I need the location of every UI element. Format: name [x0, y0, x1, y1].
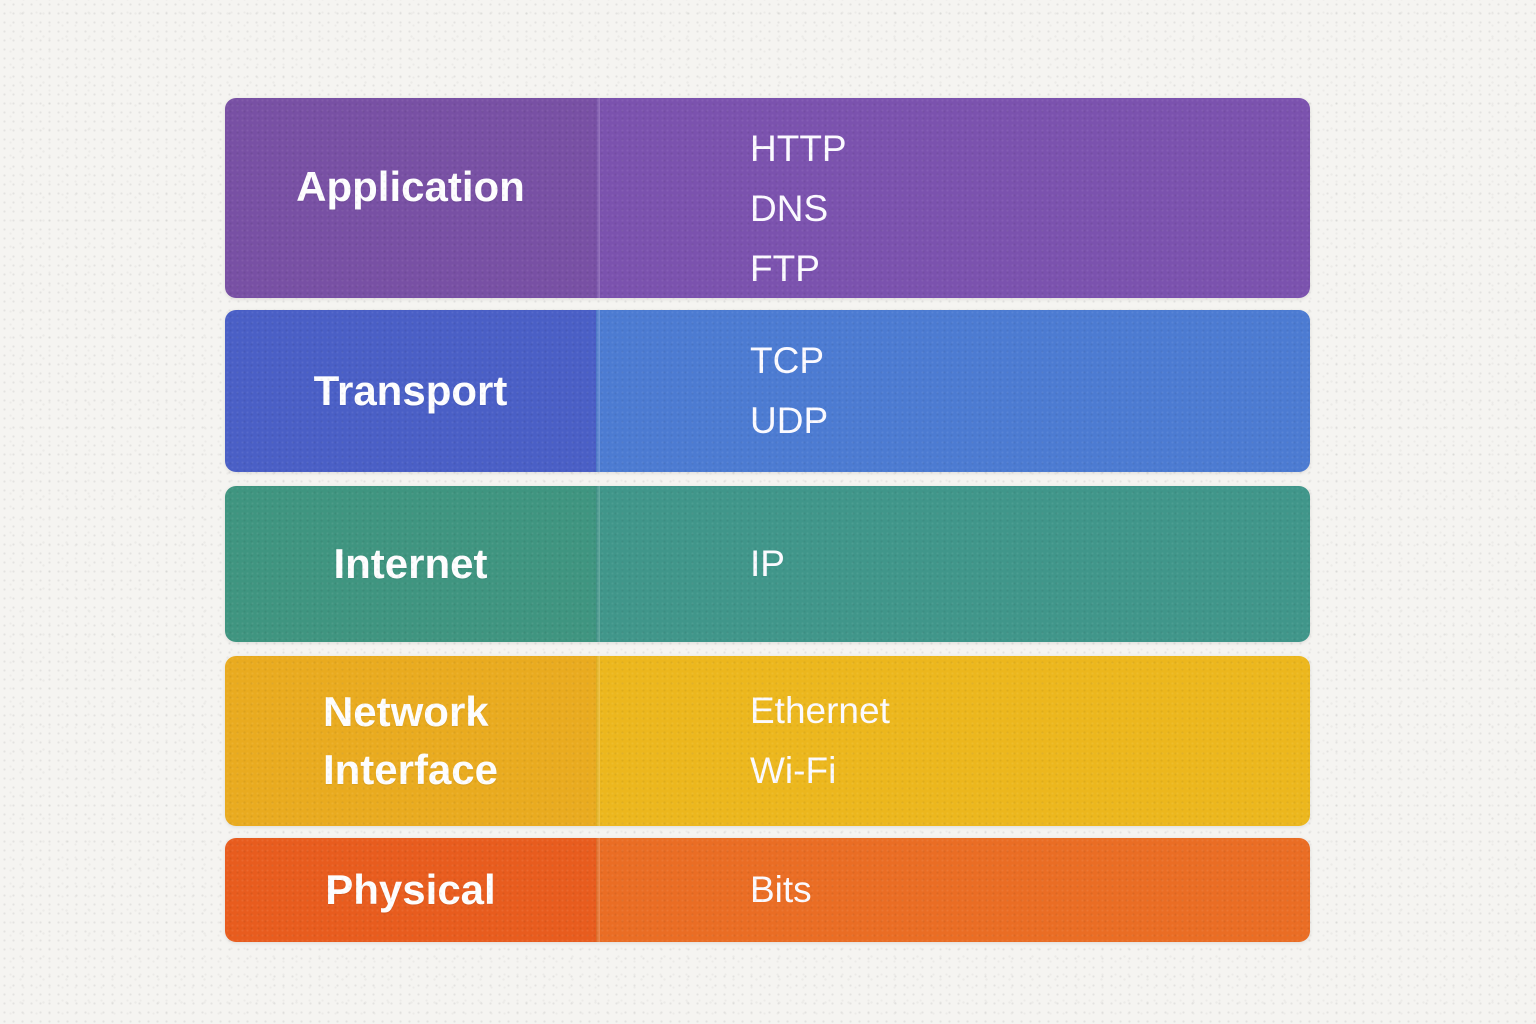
layer-name-physical: Physical — [325, 866, 496, 913]
tcpip-layer-stack: Application HTTP DNS FTP Transport TCP U… — [225, 98, 1310, 942]
network-interface-label-cell: Network Interface — [225, 656, 596, 826]
protocol-ip: IP — [750, 543, 785, 584]
application-protocols-cell: HTTP DNS FTP — [596, 98, 1310, 298]
internet-label-cell: Internet — [225, 486, 596, 642]
layer-name-application: Application — [296, 163, 525, 210]
transport-label-cell: Transport — [225, 310, 596, 472]
protocol-bits: Bits — [750, 869, 812, 910]
protocol-ftp: FTP — [750, 248, 820, 289]
protocol-dns: DNS — [750, 188, 829, 229]
transport-protocols-cell: TCP UDP — [596, 310, 1310, 472]
network-interface-protocols-cell: Ethernet Wi-Fi — [596, 656, 1310, 826]
layer-row-application: Application HTTP DNS FTP — [225, 98, 1310, 298]
layer-row-internet: Internet IP — [225, 486, 1310, 642]
application-label-cell: Application — [225, 98, 596, 298]
layer-name-internet: Internet — [333, 540, 488, 587]
protocol-http: HTTP — [750, 128, 847, 169]
layer-row-network-interface: Network Interface Ethernet Wi-Fi — [225, 656, 1310, 826]
physical-label-cell: Physical — [225, 838, 596, 942]
protocol-wifi: Wi-Fi — [750, 750, 837, 791]
physical-protocols-cell: Bits — [596, 838, 1310, 942]
layer-row-transport: Transport TCP UDP — [225, 310, 1310, 472]
internet-protocols-cell: IP — [596, 486, 1310, 642]
protocol-udp: UDP — [750, 400, 829, 441]
protocol-ethernet: Ethernet — [750, 690, 890, 731]
layer-name-transport: Transport — [313, 367, 508, 414]
protocol-tcp: TCP — [750, 340, 824, 381]
layer-row-physical: Physical Bits — [225, 838, 1310, 942]
layer-name-network-interface: Network Interface — [322, 688, 499, 793]
